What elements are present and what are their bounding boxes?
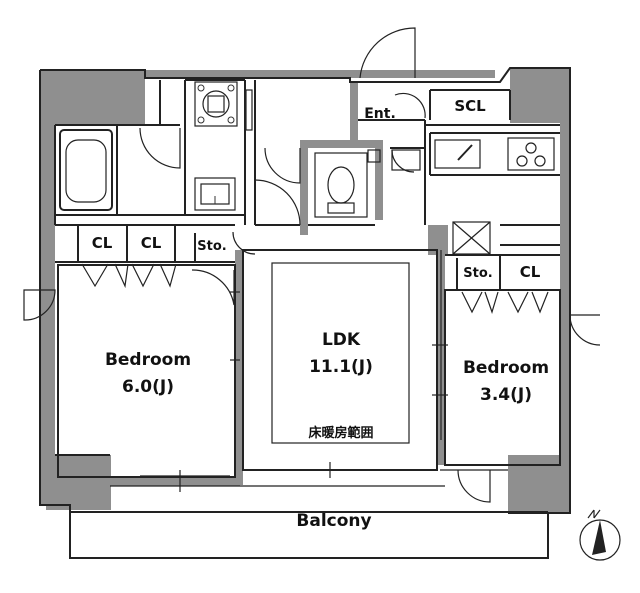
small-labels: Ent. SCL CL CL Sto. Sto. CL — [92, 97, 541, 281]
storage-label-left: Sto. — [197, 239, 226, 254]
ldk-room: LDK 11.1(J) 床暖房範囲 — [242, 249, 438, 471]
balcony: Balcony — [296, 511, 371, 531]
washer-icon — [194, 177, 236, 211]
bathtub-icon — [59, 129, 113, 211]
gas-stove-icon — [194, 81, 238, 127]
sink-icon — [434, 139, 481, 169]
door-swings — [23, 27, 601, 503]
scl-label: SCL — [454, 97, 486, 115]
bedroom-right-size: 3.4(J) — [480, 385, 532, 405]
partitions — [54, 79, 560, 456]
bedroom-right-name: Bedroom — [463, 358, 549, 378]
storage-label-right: Sto. — [463, 266, 492, 281]
induction-cooktop-icon — [507, 137, 555, 171]
closet-label-1: CL — [92, 234, 113, 252]
ldk-size: 11.1(J) — [309, 357, 373, 377]
opening-markers — [140, 250, 448, 492]
toilet-icon — [314, 149, 381, 218]
floor-heating-label: 床暖房範囲 — [308, 425, 373, 441]
bedroom-left: Bedroom 6.0(J) — [57, 264, 236, 478]
bedroom-left-size: 6.0(J) — [122, 377, 174, 397]
ldk-name: LDK — [322, 330, 361, 350]
north-arrow-icon — [579, 509, 621, 561]
outer-outline — [39, 67, 571, 559]
closet-label-2: CL — [141, 234, 162, 252]
bedroom-right: Bedroom 3.4(J) — [444, 289, 561, 466]
balcony-name: Balcony — [296, 511, 371, 531]
entrance-label: Ent. — [364, 106, 396, 122]
ventilation-icon — [452, 221, 491, 255]
closet-label-3: CL — [520, 263, 541, 281]
floor-heating-area — [271, 262, 410, 444]
bedroom-left-name: Bedroom — [105, 350, 191, 370]
